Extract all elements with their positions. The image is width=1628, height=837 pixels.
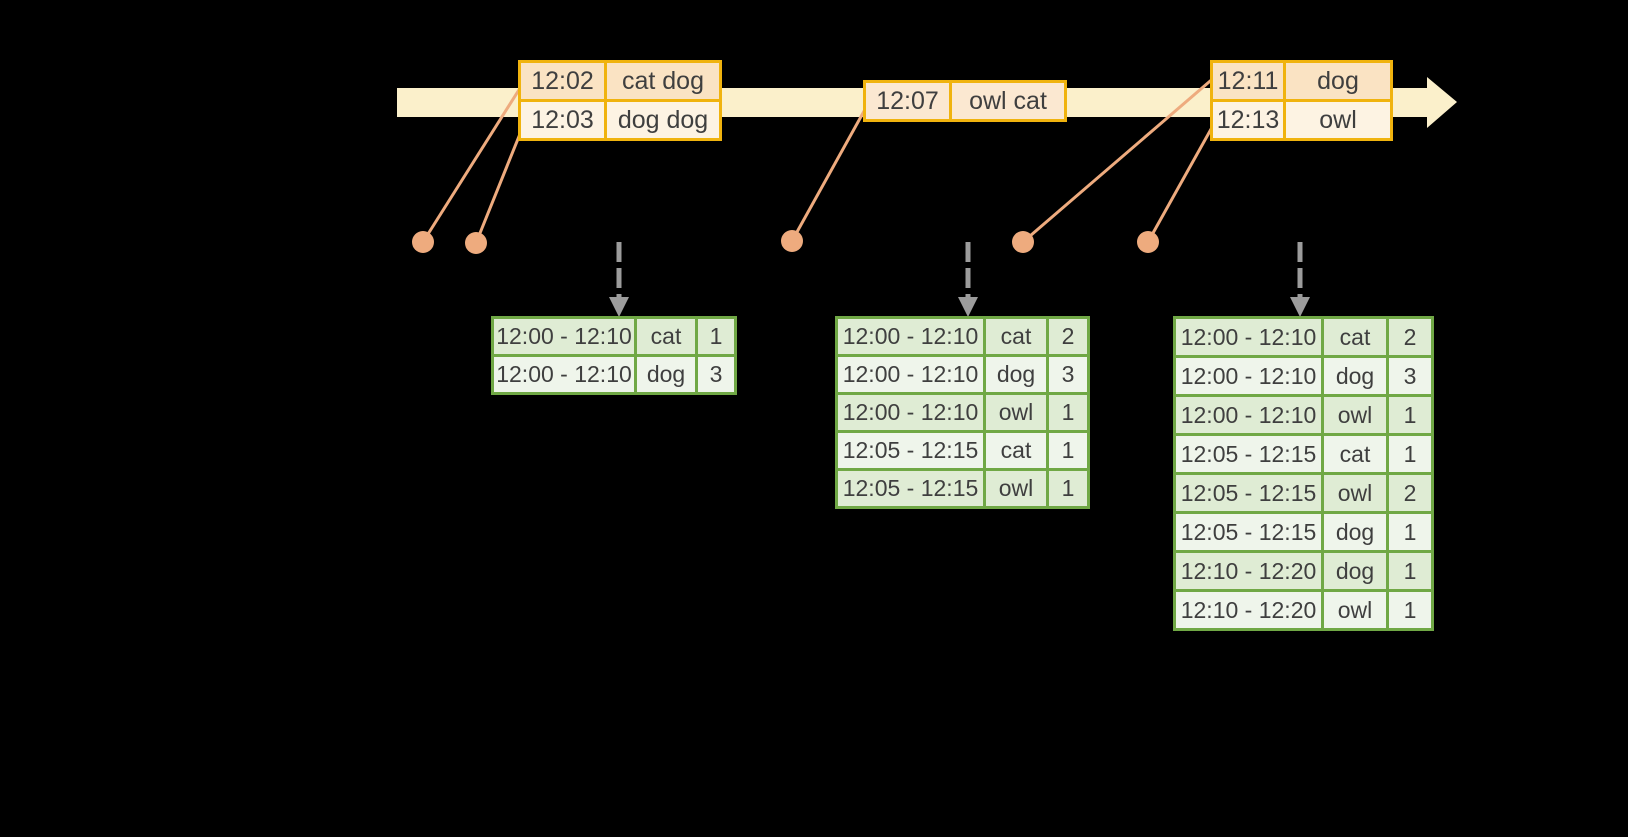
- result-table-2: 12:00 - 12:10 cat 2 12:00 - 12:10 dog 3 …: [835, 316, 1090, 509]
- count-cell: 1: [1386, 550, 1434, 592]
- table-row: 12:05 - 12:15 owl 2: [1173, 472, 1434, 514]
- word-cell: cat: [1321, 316, 1389, 358]
- count-cell: 1: [1386, 394, 1434, 436]
- count-cell: 3: [695, 354, 737, 395]
- window-cell: 12:00 - 12:10: [835, 354, 986, 395]
- table-row: 12:05 - 12:15 cat 1: [1173, 433, 1434, 475]
- window-cell: 12:00 - 12:10: [1173, 355, 1324, 397]
- event-words-cell: dog: [1283, 60, 1393, 102]
- table-row: 12:00 - 12:10 owl 1: [1173, 394, 1434, 436]
- event-words-cell: owl: [1283, 99, 1393, 141]
- window-cell: 12:00 - 12:10: [491, 316, 637, 357]
- word-cell: dog: [983, 354, 1049, 395]
- window-cell: 12:00 - 12:10: [835, 392, 986, 433]
- window-cell: 12:00 - 12:10: [835, 316, 986, 357]
- event-connector-line: [790, 103, 870, 242]
- table-row: 12:02 cat dog: [518, 60, 722, 102]
- window-cell: 12:00 - 12:10: [1173, 316, 1324, 358]
- event-time-dot-icon: [465, 232, 487, 254]
- event-time-cell: 12:13: [1210, 99, 1286, 141]
- window-cell: 12:10 - 12:20: [1173, 550, 1324, 592]
- event-words-cell: owl cat: [949, 80, 1067, 122]
- count-cell: 1: [1386, 589, 1434, 631]
- word-cell: dog: [634, 354, 698, 395]
- table-row: 12:00 - 12:10 cat 2: [835, 316, 1090, 357]
- word-cell: cat: [983, 430, 1049, 471]
- table-row: 12:10 - 12:20 owl 1: [1173, 589, 1434, 631]
- event-time-dot-icon: [1137, 231, 1159, 253]
- table-row: 12:00 - 12:10 cat 2: [1173, 316, 1434, 358]
- window-cell: 12:00 - 12:10: [1173, 394, 1324, 436]
- table-row: 12:00 - 12:10 dog 3: [1173, 355, 1434, 397]
- word-cell: cat: [634, 316, 698, 357]
- event-time-cell: 12:07: [863, 80, 952, 122]
- trigger-arrow-icon: [958, 242, 978, 317]
- count-cell: 1: [1386, 511, 1434, 553]
- count-cell: 1: [695, 316, 737, 357]
- event-connector-line: [421, 84, 524, 243]
- word-cell: owl: [1321, 589, 1389, 631]
- count-cell: 1: [1046, 468, 1090, 509]
- word-cell: dog: [1321, 550, 1389, 592]
- word-cell: dog: [1321, 355, 1389, 397]
- event-words-cell: dog dog: [604, 99, 722, 141]
- count-cell: 2: [1386, 472, 1434, 514]
- trigger-arrow-icon: [609, 242, 629, 317]
- count-cell: 2: [1046, 316, 1090, 357]
- window-cell: 12:00 - 12:10: [491, 354, 637, 395]
- window-cell: 12:05 - 12:15: [1173, 433, 1324, 475]
- table-row: 12:05 - 12:15 owl 1: [835, 468, 1090, 509]
- event-time-dot-icon: [781, 230, 803, 252]
- event-connector-line: [474, 123, 526, 244]
- count-cell: 2: [1386, 316, 1434, 358]
- word-cell: owl: [983, 468, 1049, 509]
- count-cell: 1: [1046, 430, 1090, 471]
- table-row: 12:00 - 12:10 cat 1: [491, 316, 737, 357]
- result-table-3: 12:00 - 12:10 cat 2 12:00 - 12:10 dog 3 …: [1173, 316, 1434, 631]
- event-table-1: 12:02 cat dog 12:03 dog dog: [518, 60, 722, 141]
- event-connector-lines: [421, 74, 1217, 244]
- count-cell: 1: [1386, 433, 1434, 475]
- event-connector-line: [1022, 74, 1217, 244]
- event-time-dot-icon: [1012, 231, 1034, 253]
- table-row: 12:11 dog: [1210, 60, 1393, 102]
- trigger-arrow-icon: [1290, 242, 1310, 317]
- window-cell: 12:05 - 12:15: [835, 430, 986, 471]
- count-cell: 1: [1046, 392, 1090, 433]
- result-table-1: 12:00 - 12:10 cat 1 12:00 - 12:10 dog 3: [491, 316, 737, 395]
- trigger-arrows: [609, 242, 1310, 317]
- event-time-dots: [412, 230, 1159, 254]
- event-time-cell: 12:02: [518, 60, 607, 102]
- table-row: 12:03 dog dog: [518, 99, 722, 141]
- word-cell: owl: [983, 392, 1049, 433]
- word-cell: owl: [1321, 394, 1389, 436]
- timeline-arrowhead-icon: [1427, 77, 1457, 128]
- window-cell: 12:05 - 12:15: [1173, 511, 1324, 553]
- table-row: 12:13 owl: [1210, 99, 1393, 141]
- event-connector-line: [1146, 121, 1217, 243]
- table-row: 12:05 - 12:15 dog 1: [1173, 511, 1434, 553]
- word-cell: cat: [1321, 433, 1389, 475]
- event-words-cell: cat dog: [604, 60, 722, 102]
- table-row: 12:10 - 12:20 dog 1: [1173, 550, 1434, 592]
- table-row: 12:00 - 12:10 dog 3: [491, 354, 737, 395]
- event-time-cell: 12:11: [1210, 60, 1286, 102]
- table-row: 12:00 - 12:10 dog 3: [835, 354, 1090, 395]
- event-time-cell: 12:03: [518, 99, 607, 141]
- table-row: 12:07 owl cat: [863, 80, 1067, 122]
- window-cell: 12:10 - 12:20: [1173, 589, 1324, 631]
- event-time-dot-icon: [412, 231, 434, 253]
- table-row: 12:00 - 12:10 owl 1: [835, 392, 1090, 433]
- event-table-2: 12:07 owl cat: [863, 80, 1067, 122]
- word-cell: cat: [983, 316, 1049, 357]
- count-cell: 3: [1386, 355, 1434, 397]
- count-cell: 3: [1046, 354, 1090, 395]
- table-row: 12:05 - 12:15 cat 1: [835, 430, 1090, 471]
- event-table-3: 12:11 dog 12:13 owl: [1210, 60, 1393, 141]
- window-cell: 12:05 - 12:15: [835, 468, 986, 509]
- window-cell: 12:05 - 12:15: [1173, 472, 1324, 514]
- word-cell: owl: [1321, 472, 1389, 514]
- word-cell: dog: [1321, 511, 1389, 553]
